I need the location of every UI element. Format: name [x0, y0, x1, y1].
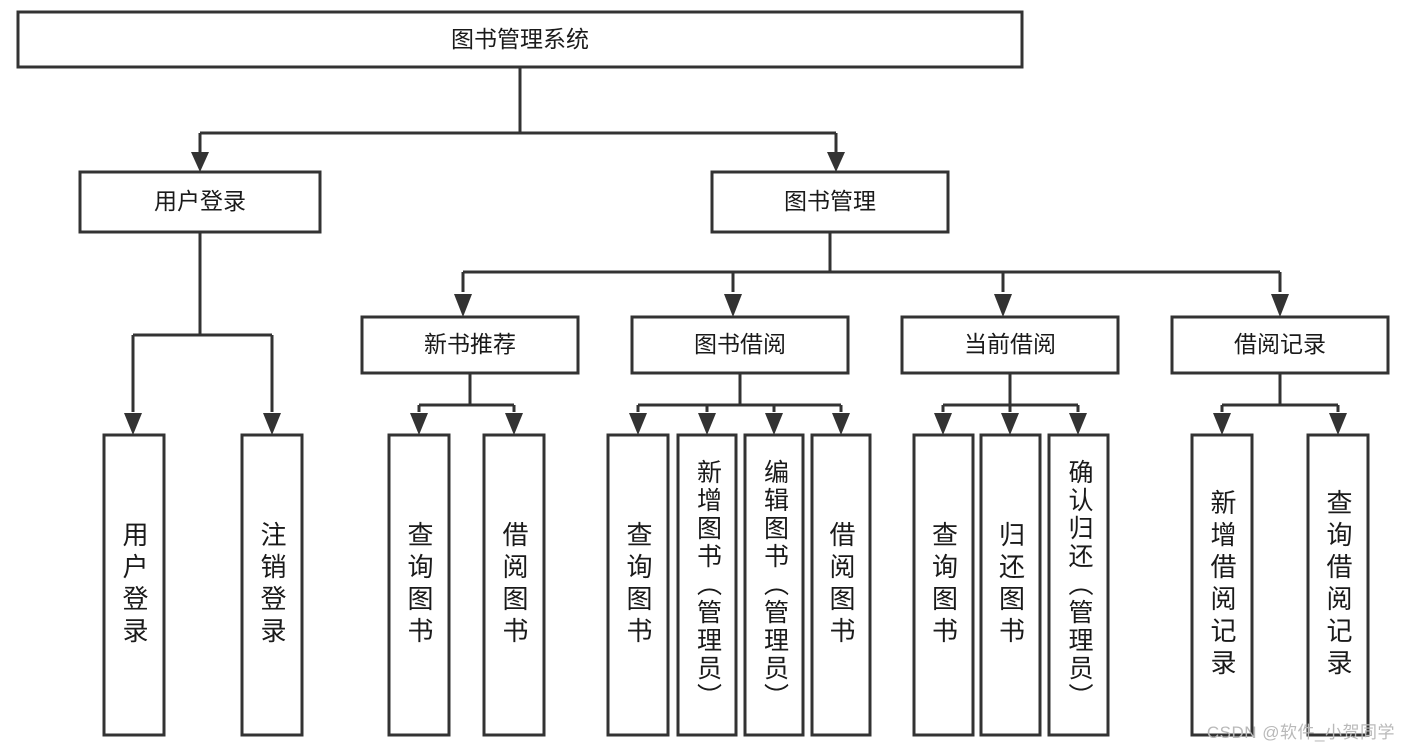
leaf-borrow-book-2-box[interactable] [810, 433, 872, 737]
arrow-to-leaf-query-book-2 [629, 413, 647, 435]
connector-book-borrow-trunk [636, 373, 843, 412]
arrow-to-leaf-query-book-3 [934, 413, 952, 435]
arrow-to-current-borrow [994, 294, 1012, 317]
node-new-book-recommend-box[interactable] [360, 315, 580, 375]
node-new-book-recommend[interactable]: 新书推荐 [360, 315, 580, 375]
leaf-add-record[interactable] [1190, 433, 1254, 737]
arrow-to-leaf-query-book-1 [410, 413, 428, 435]
leaf-confirm-return[interactable] [1047, 433, 1110, 737]
node-current-borrow[interactable]: 当前借阅 [900, 315, 1120, 375]
leaf-query-record-box[interactable] [1306, 433, 1370, 737]
node-book-borrow-box[interactable] [630, 315, 850, 375]
leaf-query-book-1[interactable] [387, 433, 451, 737]
node-borrow-record-box[interactable] [1170, 315, 1390, 375]
arrow-to-leaf-edit-book [765, 413, 783, 435]
arrow-to-book-borrow [724, 294, 742, 317]
node-current-borrow-box[interactable] [900, 315, 1120, 375]
leaf-user-login-box[interactable] [102, 433, 166, 737]
leaf-edit-book-box[interactable] [743, 433, 805, 737]
leaf-borrow-book-2[interactable] [810, 433, 872, 737]
node-borrow-record[interactable]: 借阅记录 [1170, 315, 1390, 375]
node-current-borrow-label: 当前借阅 [964, 331, 1056, 357]
node-root-label: 图书管理系统 [451, 26, 589, 52]
leaf-query-record[interactable] [1306, 433, 1370, 737]
leaf-logout-box[interactable] [240, 433, 304, 737]
arrow-to-leaf-add-record [1213, 413, 1231, 435]
leaf-query-book-3[interactable] [912, 433, 975, 737]
arrow-to-leaf-confirm-return [1069, 413, 1087, 435]
arrow-to-borrow-record [1271, 294, 1289, 317]
connector-group [124, 67, 1347, 435]
node-user-login-box[interactable] [78, 170, 322, 234]
leaf-query-book-1-box[interactable] [387, 433, 451, 737]
arrow-to-leaf-query-record [1329, 413, 1347, 435]
node-book-manage[interactable]: 图书管理 [710, 170, 950, 234]
arrow-root-to-book-manage [827, 152, 845, 172]
arrow-to-leaf-user-login [124, 413, 142, 435]
leaf-borrow-book-1-box[interactable] [482, 433, 546, 737]
arrow-to-new-book-recommend [454, 294, 472, 317]
connector-borrow-record-trunk [1220, 373, 1340, 412]
arrow-to-leaf-borrow-book-1 [505, 413, 523, 435]
connector-new-book-recommend-trunk [417, 373, 516, 412]
leaf-query-book-2-box[interactable] [606, 433, 670, 737]
node-book-manage-box[interactable] [710, 170, 950, 234]
leaf-return-book-box[interactable] [979, 433, 1042, 737]
node-user-login-label: 用户登录 [154, 188, 246, 214]
node-root[interactable]: 图书管理系统 [16, 10, 1024, 69]
node-new-book-recommend-label: 新书推荐 [424, 331, 516, 357]
connector-current-borrow-trunk [941, 373, 1080, 412]
leaf-return-book[interactable] [979, 433, 1042, 737]
leaf-logout[interactable] [240, 433, 304, 737]
leaf-borrow-book-1[interactable] [482, 433, 546, 737]
leaf-edit-book[interactable] [743, 433, 805, 737]
node-book-borrow[interactable]: 图书借阅 [630, 315, 850, 375]
arrow-root-to-user-login [191, 152, 209, 172]
node-book-borrow-label: 图书借阅 [694, 331, 786, 357]
connector-root-trunk [198, 67, 838, 158]
connector-user-login-trunk [131, 232, 274, 412]
node-user-login[interactable]: 用户登录 [78, 170, 322, 234]
arrow-to-leaf-logout [263, 413, 281, 435]
arrow-to-leaf-add-book [698, 413, 716, 435]
leaf-user-login[interactable] [102, 433, 166, 737]
arrow-to-leaf-return-book [1001, 413, 1019, 435]
leaf-confirm-return-box[interactable] [1047, 433, 1110, 737]
leaf-add-book[interactable] [676, 433, 738, 737]
leaf-query-book-2[interactable] [606, 433, 670, 737]
node-root-box[interactable] [16, 10, 1024, 69]
node-borrow-record-label: 借阅记录 [1234, 331, 1326, 357]
leaf-query-book-3-box[interactable] [912, 433, 975, 737]
arrow-to-leaf-borrow-book-2 [832, 413, 850, 435]
connector-book-manage-trunk [461, 232, 1282, 292]
leaf-add-book-box[interactable] [676, 433, 738, 737]
node-book-manage-label: 图书管理 [784, 188, 876, 214]
leaf-add-record-box[interactable] [1190, 433, 1254, 737]
